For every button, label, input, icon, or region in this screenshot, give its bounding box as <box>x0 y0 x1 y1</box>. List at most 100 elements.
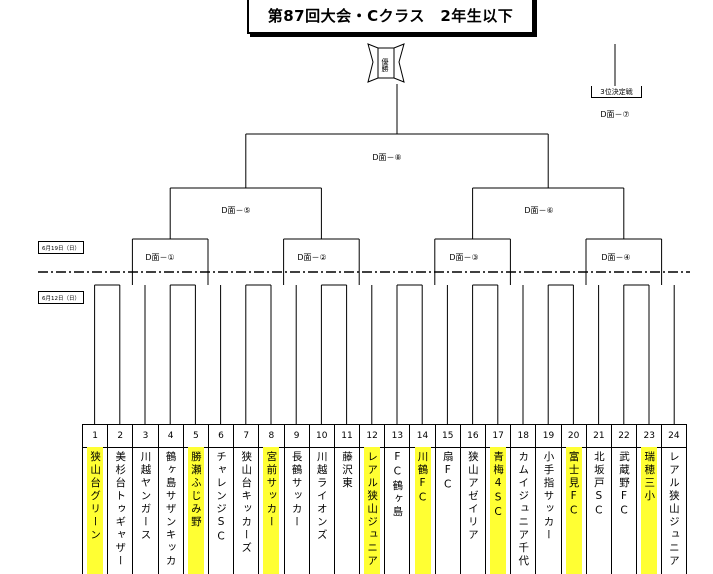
team-column: 17 青梅4SC <box>485 424 511 574</box>
team-name: 富士見FC <box>567 451 580 519</box>
team-name-cell: 富士見FC <box>562 447 586 574</box>
team-name: 狭山台キッカーズ <box>240 451 253 555</box>
team-name: レアル狭山ジュニア <box>366 451 379 568</box>
team-number: 1 <box>83 424 108 448</box>
team-name: 川越ライオンズ <box>315 451 328 542</box>
team-number: 12 <box>360 424 385 448</box>
team-number: 2 <box>108 424 133 448</box>
team-name: チャレンジSC <box>215 451 228 545</box>
team-name-highlight: FC鶴ヶ島 <box>389 447 405 574</box>
team-name: 狭山台グリーン <box>89 451 102 542</box>
team-number: 5 <box>183 424 208 448</box>
match-semi1: D面－⑤ <box>220 205 252 216</box>
team-name-cell: レアル狭山ジュニア <box>662 447 685 574</box>
team-name-highlight: 小手指サッカー <box>540 447 556 574</box>
team-name-cell: 美杉台トゥギャザー <box>108 447 132 574</box>
team-name-cell: 小手指サッカー <box>536 447 560 574</box>
team-name-highlight: 勝瀬ふじみ野 <box>187 447 204 574</box>
team-column: 8 宮前サッカー <box>258 424 284 574</box>
team-name: 狭山アゼイリア <box>466 451 479 542</box>
team-column: 15 扇FC <box>434 424 460 574</box>
team-number: 15 <box>435 424 460 448</box>
team-name-highlight: 北坂戸SC <box>591 447 607 574</box>
team-name-cell: 北坂戸SC <box>587 447 611 574</box>
team-name: カムイジュニア千代 <box>517 451 530 568</box>
team-number: 24 <box>662 424 686 448</box>
team-name: 美杉台トゥギャザー <box>114 451 127 568</box>
match-q3: D面－③ <box>448 252 480 263</box>
team-number: 9 <box>284 424 309 448</box>
team-name-highlight: 青梅4SC <box>490 447 507 574</box>
team-name-cell: 鶴ヶ島サザンキッカ <box>159 447 183 574</box>
team-name-highlight: 狭山アゼイリア <box>465 447 481 574</box>
team-name-highlight: 富士見FC <box>565 447 582 574</box>
trophy-icon <box>367 43 405 83</box>
team-number: 3 <box>133 424 158 448</box>
team-column: 6 チャレンジSC <box>207 424 234 574</box>
team-number: 8 <box>259 424 284 448</box>
team-number: 11 <box>334 424 360 448</box>
third-place-label: 3位決定戦 <box>591 86 642 98</box>
team-name-highlight: チャレンジSC <box>213 447 229 574</box>
team-name: 勝瀬ふじみ野 <box>189 451 202 529</box>
team-name: 鶴ヶ島サザンキッカ <box>164 451 177 568</box>
team-name: 北坂戸SC <box>592 451 605 519</box>
team-name-cell: 狭山台キッカーズ <box>234 447 258 574</box>
team-number: 18 <box>511 424 536 448</box>
team-name-cell: 川鶴FC <box>410 447 434 574</box>
team-number: 4 <box>158 424 183 448</box>
team-name-cell: FC鶴ヶ島 <box>385 447 409 574</box>
team-name-cell: 川越ヤンガース <box>133 447 157 574</box>
team-column: 7 狭山台キッカーズ <box>233 424 259 574</box>
team-name-highlight: 川鶴FC <box>414 447 431 574</box>
team-number: 7 <box>234 424 259 448</box>
team-name-cell: レアル狭山ジュニア <box>360 447 384 574</box>
team-number: 6 <box>208 424 234 448</box>
team-name-cell: 扇FC <box>436 447 460 574</box>
team-name-highlight: 狭山台キッカーズ <box>238 447 254 574</box>
team-name-highlight: 藤沢東 <box>339 447 355 574</box>
team-name-cell: カムイジュニア千代 <box>511 447 535 574</box>
team-name-highlight: 武蔵野FC <box>616 447 632 574</box>
team-number: 23 <box>637 424 662 448</box>
team-name: 瑞穂三小 <box>643 451 656 503</box>
team-column: 12 レアル狭山ジュニア <box>359 424 385 574</box>
team-name-highlight: 川越ライオンズ <box>314 447 330 574</box>
team-name: 武蔵野FC <box>618 451 631 519</box>
team-name-highlight: 川越ヤンガース <box>137 447 153 574</box>
team-name-cell: チャレンジSC <box>209 447 233 574</box>
team-column: 2 美杉台トゥギャザー <box>107 424 133 574</box>
team-number: 17 <box>486 424 511 448</box>
team-name-highlight: 扇FC <box>440 447 456 574</box>
team-name: レアル狭山ジュニア <box>667 451 680 568</box>
team-column: 4 鶴ヶ島サザンキッカ <box>157 424 183 574</box>
match-final: D面－⑧ <box>371 152 403 163</box>
team-name-cell: 長鶴サッカー <box>285 447 309 574</box>
team-column: 24 レアル狭山ジュニア <box>661 424 687 574</box>
team-name-cell: 狭山台グリーン <box>83 447 107 574</box>
team-name: 青梅4SC <box>492 451 505 521</box>
team-column: 5 勝瀬ふじみ野 <box>182 424 208 574</box>
team-name-highlight: 美杉台トゥギャザー <box>112 447 128 574</box>
team-name: 宮前サッカー <box>265 451 278 529</box>
team-name-cell: 勝瀬ふじみ野 <box>184 447 208 574</box>
team-name-cell: 宮前サッカー <box>259 447 283 574</box>
page-title: 第87回大会・Cクラス 2年生以下 <box>247 0 534 34</box>
match-q4: D面－④ <box>600 252 632 263</box>
team-name-highlight: 長鶴サッカー <box>289 447 305 574</box>
team-number: 22 <box>611 424 637 448</box>
team-number: 19 <box>536 424 561 448</box>
team-name: 扇FC <box>441 451 454 493</box>
date-label-day2: 6月19日（日） <box>38 241 84 254</box>
team-name-highlight: レアル狭山ジュニア <box>364 447 381 574</box>
